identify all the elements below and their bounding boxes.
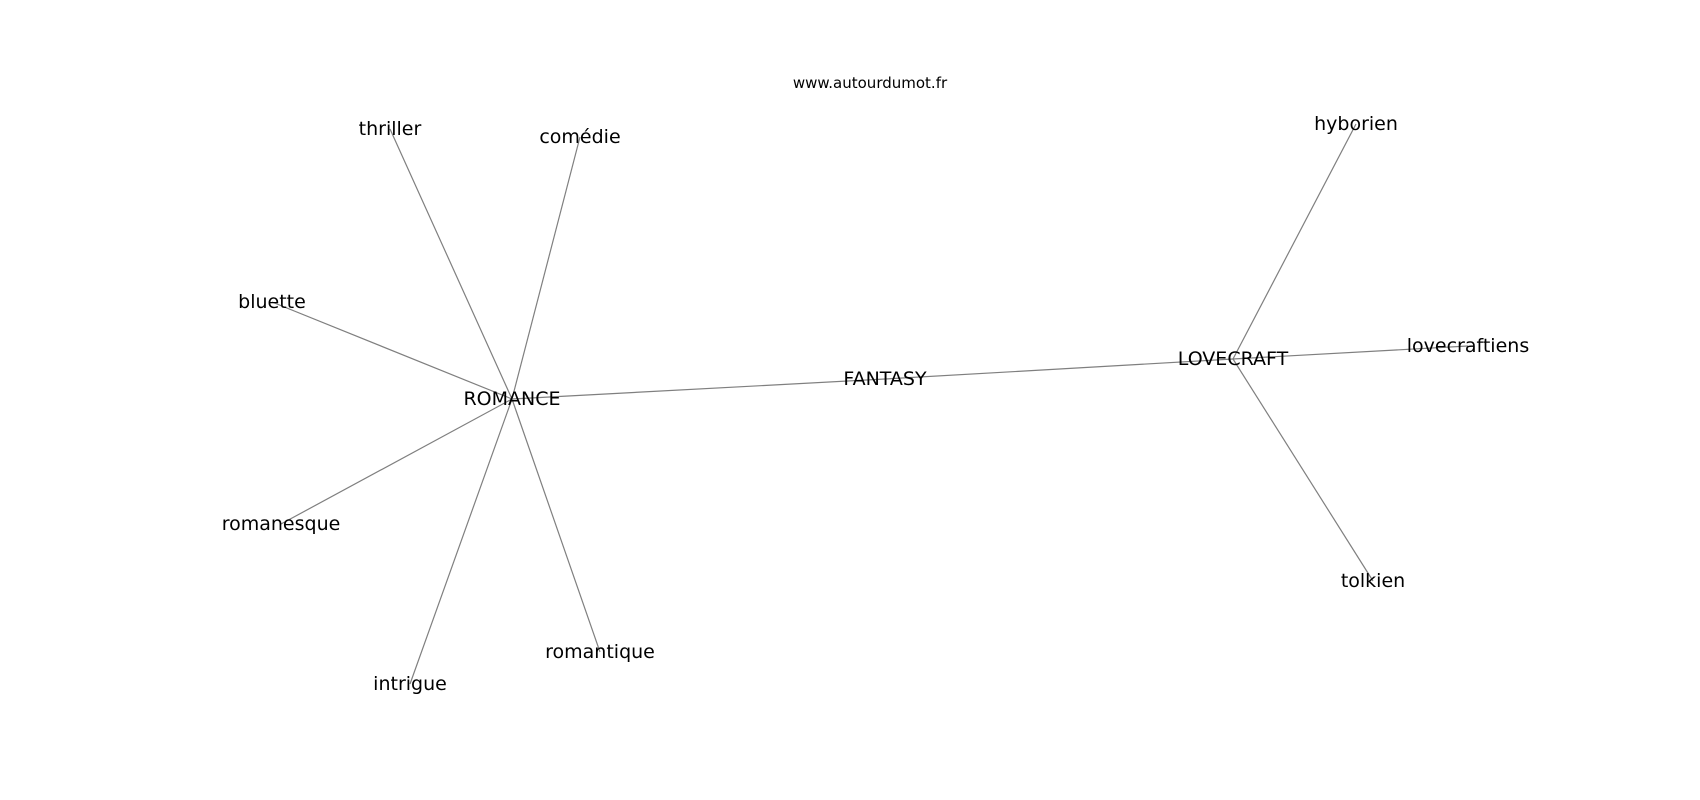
node-label-lovecraft: LOVECRAFT [1178, 348, 1289, 370]
node-label-fantasy: FANTASY [843, 368, 927, 390]
node-label-romanesque: romanesque [222, 513, 341, 535]
edge-romance-thriller [389, 128, 513, 400]
site-url-label: www.autourdumot.fr [793, 74, 948, 92]
edge-romance-bluette [271, 301, 513, 400]
edge-romance-romanesque [280, 398, 513, 525]
edge-lovecraft-lovecraftiens [1232, 345, 1469, 360]
edge-lovecraft-hyborien [1232, 123, 1357, 360]
node-label-intrigue: intrigue [373, 673, 447, 695]
node-label-tolkien: tolkien [1341, 570, 1405, 592]
node-label-hyborien: hyborien [1314, 113, 1398, 135]
node-label-bluette: bluette [238, 291, 306, 313]
graph-nodes: FANTASY ROMANCE LOVECRAFT thriller comédie bl… [222, 113, 1530, 695]
node-label-comedie: comédie [539, 126, 620, 148]
graph-edges [271, 123, 1469, 685]
node-label-romantique: romantique [545, 641, 655, 663]
edge-romance-intrigue [409, 398, 513, 685]
node-label-romance: ROMANCE [463, 388, 560, 410]
node-label-thriller: thriller [359, 118, 422, 140]
edge-romance-romantique [511, 398, 601, 653]
edge-romance-comedie [511, 136, 581, 400]
edge-fantasy-lovecraft [884, 358, 1234, 380]
edge-lovecraft-tolkien [1232, 358, 1374, 582]
node-label-lovecraftiens: lovecraftiens [1407, 335, 1529, 357]
edge-romance-fantasy [511, 378, 886, 400]
